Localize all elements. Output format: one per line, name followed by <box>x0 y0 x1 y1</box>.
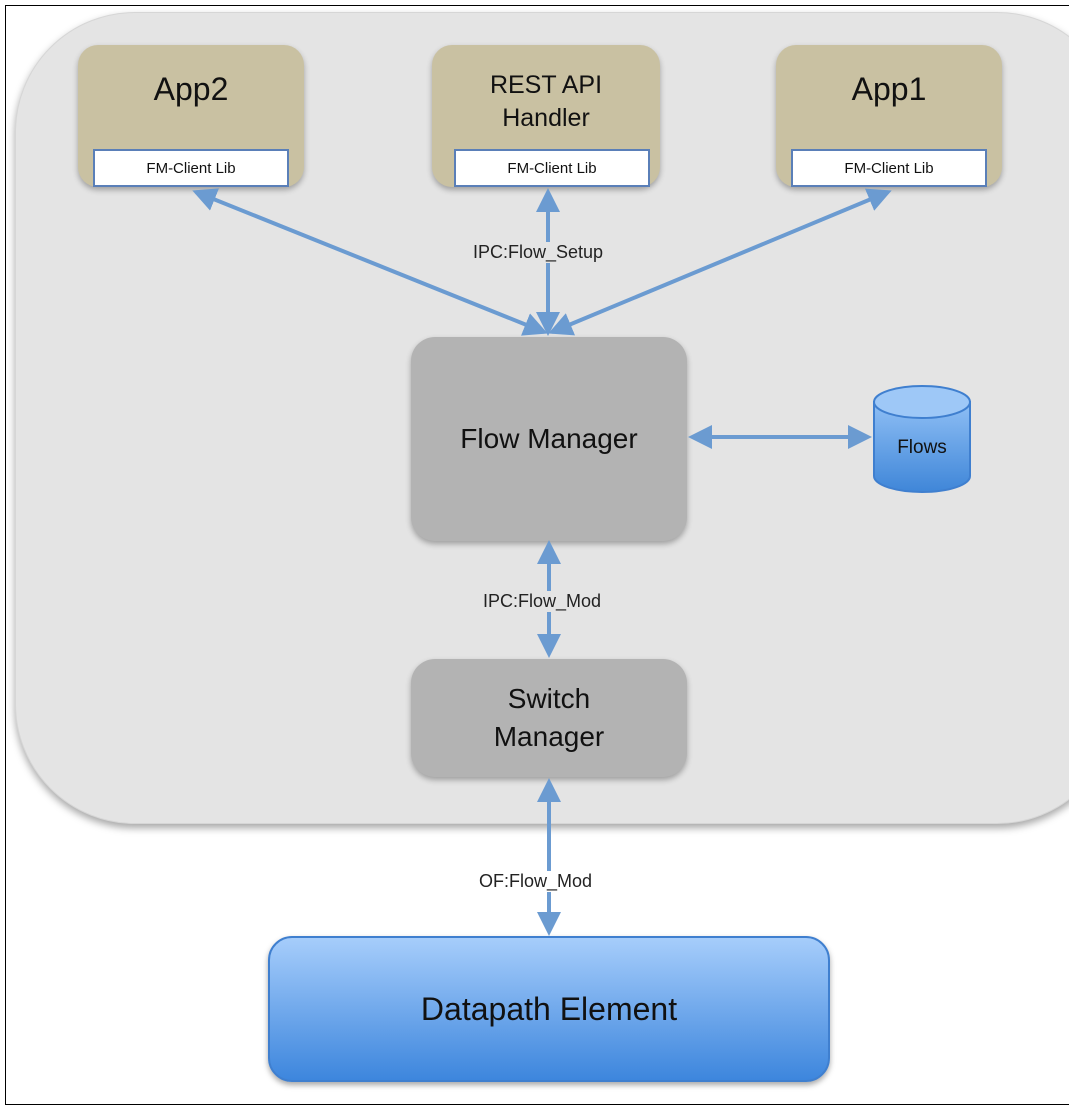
switch-manager-box: Switch Manager <box>411 659 687 777</box>
edge-label-ipc-flow-mod: IPC:Flow_Mod <box>481 591 604 612</box>
app2-client-lib: FM-Client Lib <box>93 149 289 187</box>
arrow-app1-flowmanager <box>548 188 892 336</box>
arrow-app2-flowmanager <box>192 188 548 336</box>
rest-api-handler-title-line2: Handler <box>502 104 590 132</box>
edge-label-of-flow-mod: OF:Flow_Mod <box>477 871 595 892</box>
app1-title: App1 <box>851 71 927 107</box>
flows-database-icon <box>873 385 971 493</box>
app1-client-lib: FM-Client Lib <box>791 149 987 187</box>
flow-manager-label: Flow Manager <box>460 423 638 454</box>
rest-client-lib: FM-Client Lib <box>454 149 650 187</box>
app2-title: App2 <box>153 71 229 107</box>
rest-api-handler-title-line1: REST API <box>489 71 603 99</box>
edge-label-flow-setup: IPC:Flow_Setup <box>471 242 606 263</box>
flow-manager-box: Flow Manager <box>411 337 687 541</box>
datapath-element-box: Datapath Element <box>268 936 830 1082</box>
flows-database-label: Flows <box>897 437 947 458</box>
switch-manager-label-line2: Manager <box>493 721 605 752</box>
datapath-element-label: Datapath Element <box>420 990 678 1027</box>
switch-manager-label-line1: Switch <box>507 683 591 714</box>
